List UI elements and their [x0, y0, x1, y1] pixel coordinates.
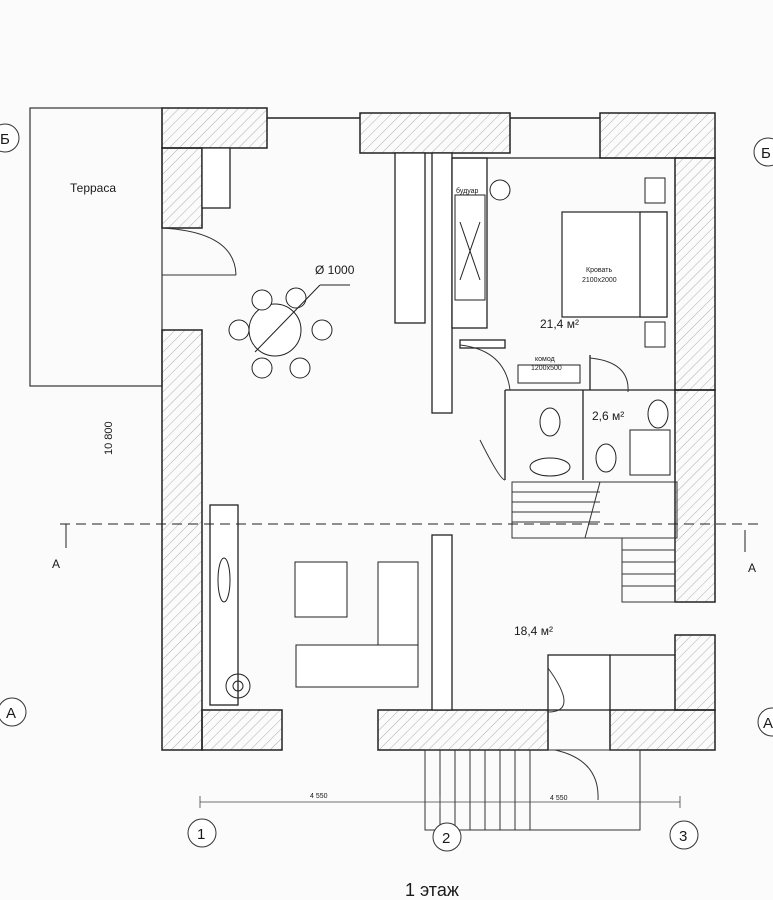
- overall-dimension: 10 800: [103, 421, 115, 455]
- bath-area-label: 2,6 м²: [592, 409, 624, 423]
- dresser: [517, 364, 581, 384]
- axis-a-left-label: А: [6, 705, 16, 722]
- dresser-size-label: 1200x500: [531, 365, 562, 372]
- axis-a-right-label: А: [763, 715, 773, 732]
- axis-marker-1: 1: [187, 818, 217, 848]
- axis-b-right-label: Б: [761, 145, 771, 162]
- dining-table: [228, 284, 350, 379]
- floor-title: 1 этаж: [405, 880, 459, 900]
- door-swings: [161, 227, 629, 801]
- axis-2-label: 2: [442, 830, 450, 847]
- axis-marker-a-left: А: [0, 697, 27, 727]
- bathroom-fixtures: [529, 399, 671, 477]
- axis-marker-b-left: Б: [0, 123, 20, 153]
- hall-area-label: 18,4 м²: [514, 624, 553, 638]
- bedroom-area-label: 21,4 м²: [540, 317, 579, 331]
- bed: [561, 211, 668, 318]
- dimension-right: 4 550: [550, 795, 568, 802]
- terrace: Терраса: [29, 107, 163, 387]
- wardrobe: [454, 179, 511, 301]
- axis-1-label: 1: [197, 826, 205, 843]
- dimension-left: 4 550: [310, 793, 328, 800]
- exterior-walls: [161, 107, 716, 751]
- table-diameter-label: Ø 1000: [315, 263, 355, 277]
- terrace-label: Терраса: [70, 181, 116, 195]
- axis-marker-2: 2: [432, 822, 462, 852]
- staircase: [424, 481, 678, 831]
- axis-marker-b-right: Б: [753, 137, 773, 167]
- section-line: [60, 523, 760, 552]
- dimension-line: [199, 796, 681, 808]
- section-label-right: A: [748, 561, 756, 575]
- dresser-label: комод: [535, 356, 555, 363]
- axis-marker-a-right: А: [757, 707, 773, 737]
- boudoir-label: будуар: [456, 187, 479, 195]
- axis-3-label: 3: [679, 828, 687, 845]
- axis-marker-3: 3: [669, 820, 699, 850]
- section-label-left: A: [52, 557, 60, 571]
- plant: [225, 673, 251, 699]
- axis-b-left-label: Б: [0, 131, 10, 148]
- sofa-set: [217, 557, 419, 688]
- bed-label: Кровать: [586, 267, 612, 274]
- nightstands: [644, 177, 666, 348]
- bed-size-label: 2100x2000: [582, 277, 617, 284]
